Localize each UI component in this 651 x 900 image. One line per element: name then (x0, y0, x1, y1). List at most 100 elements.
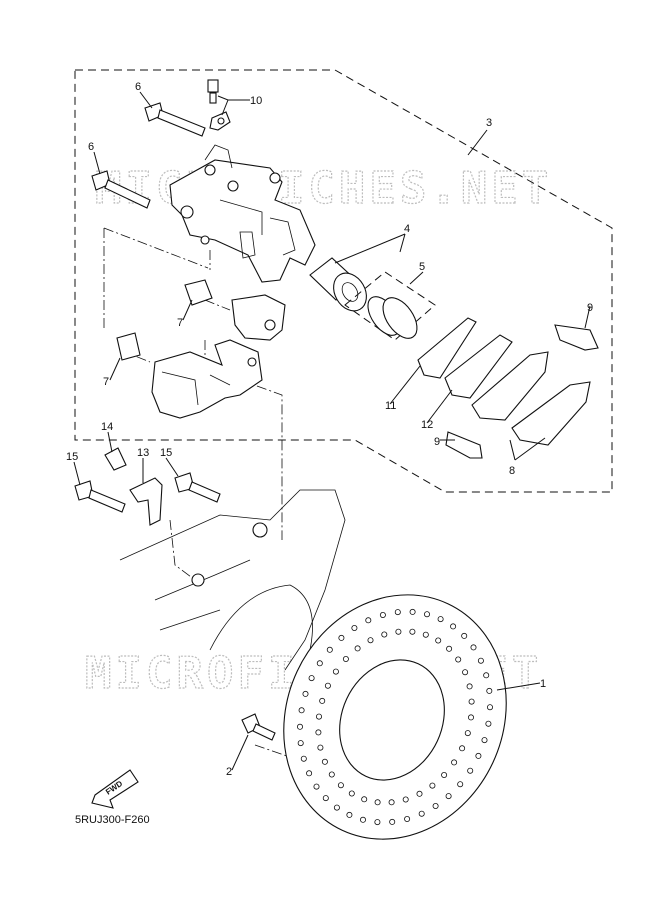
callout-10: 10 (250, 95, 262, 107)
disc-vent-hole (486, 704, 493, 711)
disc-vent-hole (321, 758, 328, 765)
disc-vent-hole (308, 675, 315, 682)
callout-1: 1 (540, 678, 546, 690)
disc-vent-hole (306, 770, 313, 777)
figure-code: 5RUJ300-F260 (75, 814, 150, 826)
disc-vent-hole (326, 646, 333, 653)
disc-vent-hole (374, 819, 381, 826)
callouts: 1 2 3 4 5 6 6 7 7 8 9 9 10 11 12 13 14 1… (66, 81, 593, 778)
caliper-bracket (151, 294, 286, 419)
bolt-6-upper (144, 102, 206, 137)
disc-vent-hole (485, 720, 492, 727)
callout-7-lower: 7 (103, 376, 109, 388)
seal-kit-5 (344, 271, 436, 341)
disc-vent-hole (437, 616, 444, 623)
disc-vent-hole (302, 690, 309, 697)
callout-6-upper: 6 (135, 81, 141, 93)
disc-vent-hole (332, 668, 339, 675)
disc-vent-hole (319, 697, 326, 704)
disc-vent-hole (348, 790, 355, 797)
hose-guide-13 (129, 477, 163, 526)
disc-vent-hole (455, 656, 462, 663)
disc-vent-hole (367, 637, 374, 644)
disc-vent-hole (477, 657, 484, 664)
disc-vent-hole (297, 740, 304, 747)
callout-5: 5 (419, 261, 425, 273)
disc-vent-hole (402, 796, 409, 803)
disc-vent-hole (338, 634, 345, 641)
disc-vent-hole (450, 623, 457, 630)
disc-vent-hole (300, 755, 307, 762)
disc-vent-hole (328, 771, 335, 778)
disc-vent-hole (432, 803, 439, 810)
disc-vent-hole (381, 631, 388, 638)
callout-14: 14 (101, 421, 113, 433)
callout-15-right: 15 (160, 447, 172, 459)
disc-vent-hole (346, 811, 353, 818)
disc-vent-hole (379, 612, 386, 619)
disc-vent-hole (409, 608, 416, 615)
pad-shim-11 (417, 317, 477, 379)
disc-vent-hole (317, 744, 324, 751)
disc-vent-hole (395, 628, 402, 635)
callout-8: 8 (509, 465, 515, 477)
caliper-assembly-outline (74, 69, 613, 493)
brake-pad-8 (471, 351, 591, 446)
bolt-15-right (174, 472, 221, 503)
disc-vent-hole (374, 799, 381, 806)
disc-vent-hole (322, 795, 329, 802)
disc-vent-hole (475, 752, 482, 759)
disc-vent-hole (337, 782, 344, 789)
bolt-15-left (74, 480, 126, 513)
disc-bolt-2 (241, 713, 276, 741)
disc-vent-hole (359, 816, 366, 823)
disc-vent-hole (342, 656, 349, 663)
watermark-top: MICROFICHES.NET (95, 163, 552, 214)
piston-4 (309, 257, 367, 312)
caliper-body (169, 144, 316, 283)
callout-15-left: 15 (66, 451, 78, 463)
disc-vent-hole (429, 782, 436, 789)
bleed-screw-10 (207, 79, 231, 131)
disc-vent-hole (324, 682, 331, 689)
disc-vent-hole (315, 713, 322, 720)
disc-vent-hole (459, 745, 466, 752)
callout-11: 11 (385, 400, 396, 412)
callout-9-upper: 9 (587, 302, 593, 314)
callout-4: 4 (404, 223, 410, 235)
swingarm-outline (119, 489, 346, 671)
disc-vent-hole (466, 683, 473, 690)
disc-vent-hole (316, 660, 323, 667)
disc-vent-hole (389, 818, 396, 825)
disc-vent-hole (416, 790, 423, 797)
pad-spring-9-lower (445, 431, 483, 459)
disc-vent-hole (483, 672, 490, 679)
disc-vent-hole (354, 645, 361, 652)
disc-vent-hole (365, 617, 372, 624)
disc-vent-hole (462, 669, 469, 676)
callout-3: 3 (486, 117, 492, 129)
callout-12: 12 (421, 419, 433, 431)
disc-vent-hole (315, 729, 322, 736)
disc-vent-hole (445, 793, 452, 800)
clip-14 (104, 447, 127, 471)
disc-vent-hole (435, 637, 442, 644)
disc-vent-hole (467, 714, 474, 721)
callout-9-lower: 9 (434, 436, 440, 448)
disc-vent-hole (388, 799, 395, 806)
disc-vent-hole (422, 631, 429, 638)
pad-spring-9-upper (554, 324, 599, 351)
callout-6-lower: 6 (88, 141, 94, 153)
disc-vent-hole (441, 772, 448, 779)
disc-vent-hole (464, 730, 471, 737)
disc-vent-hole (298, 707, 305, 714)
callout-2: 2 (226, 766, 232, 778)
callout-13: 13 (137, 447, 149, 459)
boot-7-lower (116, 332, 141, 361)
disc-vent-hole (423, 611, 430, 618)
disc-vent-hole (451, 759, 458, 766)
disc-vent-hole (461, 632, 468, 639)
fwd-arrow-icon: FWD (91, 769, 139, 809)
bolt-6-lower (91, 170, 151, 209)
